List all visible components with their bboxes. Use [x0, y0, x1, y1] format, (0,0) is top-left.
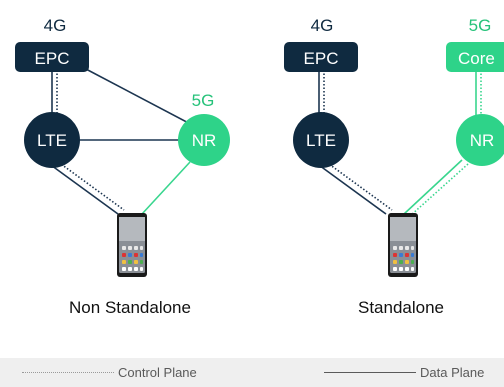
legend-control-plane-label: Control Plane [118, 365, 197, 380]
network-diagram: 4G EPC LTE 5G NR [15, 16, 504, 317]
legend-data-plane-label: Data Plane [420, 365, 485, 380]
legend-control-plane: Control Plane [22, 358, 197, 387]
nsa-lte-node [24, 112, 80, 168]
sa-epc-box [284, 42, 358, 72]
solid-line-icon [324, 372, 416, 373]
nsa-caption: Non Standalone [69, 298, 191, 317]
sa-5g-label: 5G [469, 16, 492, 35]
nsa-nr-label: NR [192, 131, 217, 150]
nsa-5g-label: 5G [192, 91, 215, 110]
nsa-4g-label: 4G [44, 16, 67, 35]
sa-lte-label: LTE [306, 131, 336, 150]
legend-bar: Control Plane Data Plane [0, 358, 504, 387]
smartphone-icon [117, 213, 147, 277]
sa-core-box [446, 42, 504, 72]
nsa-lte-label: LTE [37, 131, 67, 150]
sa-4g-label: 4G [311, 16, 334, 35]
sa-link-nr-phone-solid [403, 159, 463, 215]
nsa-link-nr-phone [141, 161, 191, 215]
sa-caption: Standalone [358, 298, 444, 317]
sa-link-lte-phone-solid [311, 159, 387, 215]
nsa-epc-label: EPC [35, 49, 70, 68]
nsa-epc-box [15, 42, 89, 72]
sa-diagram: 4G EPC 5G Core LTE NR [284, 16, 504, 317]
sa-link-nr-phone-dotted [409, 163, 469, 217]
sa-core-label: Core [458, 49, 495, 68]
smartphone-icon [388, 213, 418, 277]
sa-nr-node [456, 114, 504, 166]
legend-data-plane: Data Plane [324, 358, 484, 387]
nsa-link-epc-nr [83, 67, 199, 129]
nsa-link-lte-phone-solid [43, 159, 119, 215]
sa-epc-label: EPC [304, 49, 339, 68]
nsa-diagram: 4G EPC LTE 5G NR [15, 16, 230, 317]
sa-nr-label: NR [470, 131, 495, 150]
dotted-line-icon [22, 372, 114, 373]
nsa-nr-node [178, 114, 230, 166]
sa-lte-node [293, 112, 349, 168]
